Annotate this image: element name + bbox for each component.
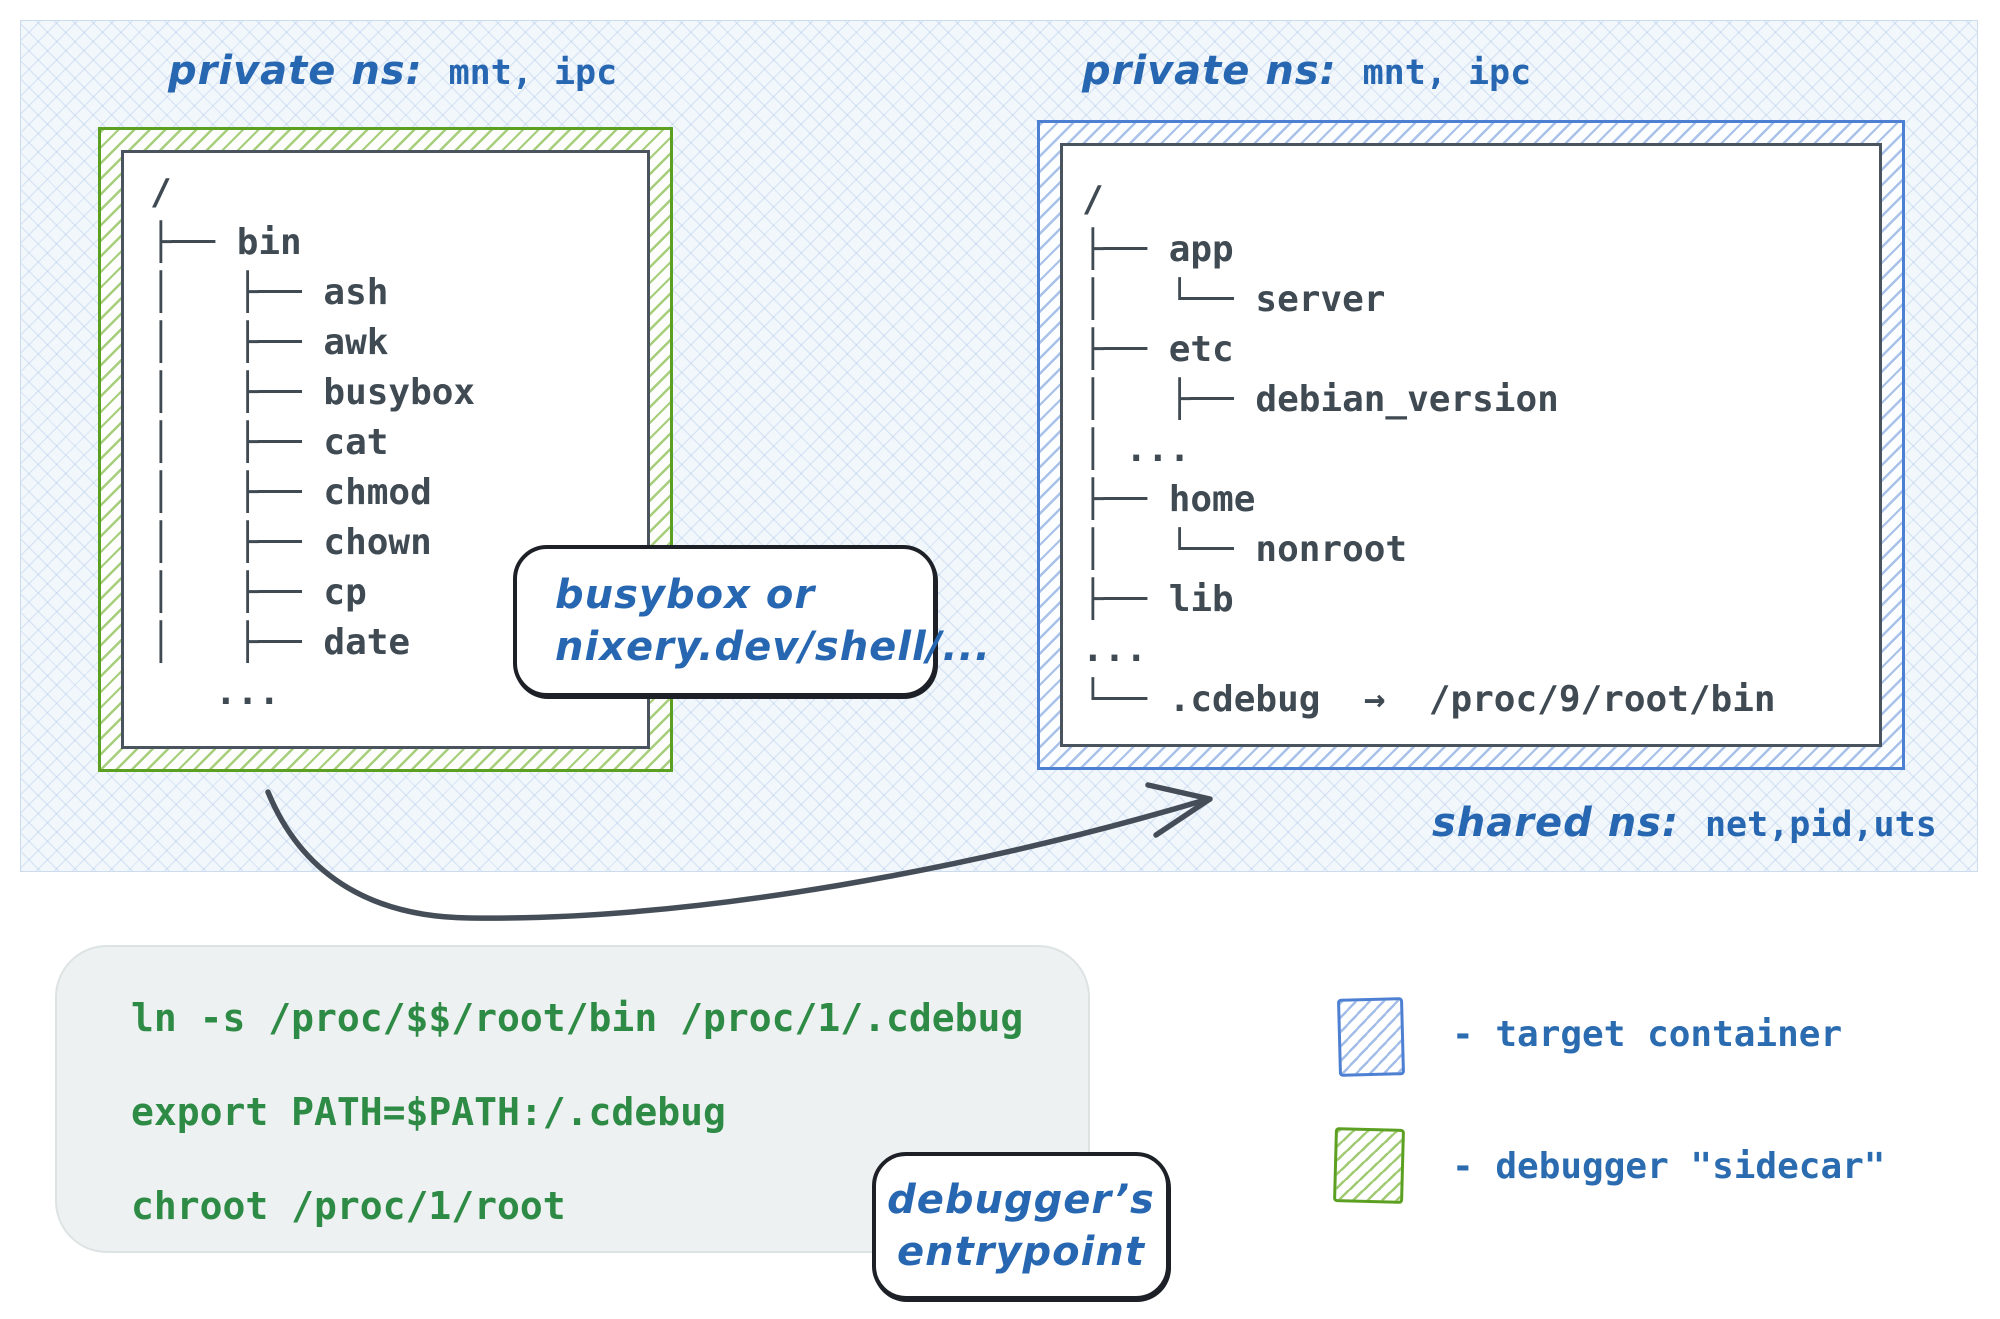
- image-hint-bubble: busybox or nixery.dev/shell/...: [513, 545, 991, 697]
- bubble-line: nixery.dev/shell/...: [555, 624, 991, 670]
- shared-ns-label: shared ns: net,pid,uts: [1432, 800, 1937, 846]
- private-ns-values: mnt, ipc: [1362, 53, 1532, 93]
- bubble-line: entrypoint: [897, 1229, 1145, 1275]
- target-private-ns-label: private ns: mnt, ipc: [1082, 48, 1531, 94]
- legend-target-label: - target container: [1452, 1014, 1843, 1055]
- shared-ns-text: shared ns:: [1432, 800, 1679, 846]
- shared-ns-values: net,pid,uts: [1704, 805, 1937, 845]
- legend-sidecar-label: - debugger "sidecar": [1452, 1146, 1886, 1187]
- target-container-swatch-icon: [1336, 997, 1406, 1077]
- private-ns-text: private ns:: [1082, 48, 1337, 94]
- sidecar-to-target-arrow: [265, 782, 1213, 921]
- target-container-box: [1037, 120, 1905, 770]
- shell-commands: ln -s /proc/$$/root/bin /proc/1/.cdebug …: [131, 996, 1024, 1228]
- private-ns-values: mnt, ipc: [448, 53, 618, 93]
- target-filesystem-tree: / ├── app │ └── server ├── etc │ ├── deb…: [1082, 179, 1776, 720]
- sidecar-container-swatch-icon: [1333, 1127, 1405, 1204]
- entrypoint-hint-bubble: debugger’s entrypoint: [872, 1152, 1170, 1300]
- bubble-line: debugger’s: [887, 1177, 1155, 1223]
- private-ns-text: private ns:: [168, 48, 423, 94]
- sidecar-private-ns-label: private ns: mnt, ipc: [168, 48, 617, 94]
- bubble-line: busybox or: [555, 572, 816, 618]
- sidecar-filesystem-tree: / ├── bin │ ├── ash │ ├── awk │ ├── busy…: [150, 172, 476, 713]
- target-filesystem-area: [1060, 143, 1882, 747]
